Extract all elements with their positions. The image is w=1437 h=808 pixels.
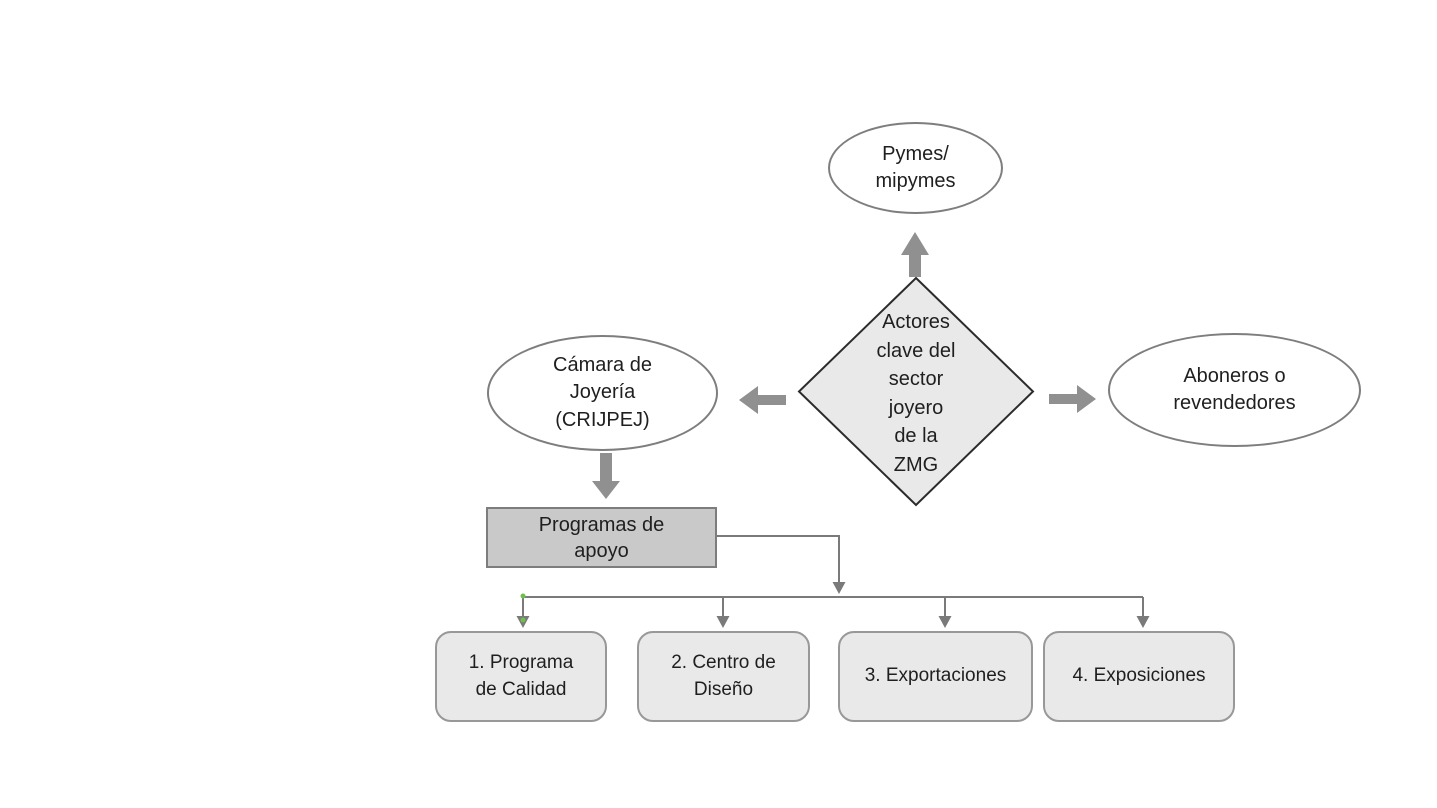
branch-arrowhead-3 — [938, 616, 952, 628]
node-aboneros-ellipse: Aboneros o revendedores — [1108, 333, 1361, 447]
diamond-shape — [797, 276, 1035, 507]
node-camara-de-joyeria-ellipse: Cámara de Joyería (CRIJPEJ) — [487, 335, 718, 451]
node-programa-de-calidad: 1. Programa de Calidad — [435, 631, 607, 722]
node-exportaciones: 3. Exportaciones — [838, 631, 1033, 722]
block-arrow-down — [592, 453, 620, 499]
connector-endpoint-dot-bottom — [520, 617, 526, 623]
branch-arrowhead-4 — [1136, 616, 1150, 628]
node-programas-de-apoyo-rect: Programas de apoyo — [486, 507, 717, 568]
connector-endpoint-dot-top — [520, 593, 526, 599]
block-arrow-left — [739, 386, 786, 414]
node-pymes-ellipse: Pymes/ mipymes — [828, 122, 1003, 214]
node-centro-de-diseno: 2. Centro de Diseño — [637, 631, 810, 722]
connector-programas-to-branch — [717, 535, 840, 583]
connector-arrowhead-branch — [832, 582, 846, 594]
branch-arrowhead-2 — [716, 616, 730, 628]
block-arrow-up — [901, 232, 929, 277]
node-actores-diamond-label: Actores clave del sector joyero de la ZM… — [876, 311, 956, 476]
block-arrow-right — [1049, 385, 1096, 413]
node-exposiciones: 4. Exposiciones — [1043, 631, 1235, 722]
